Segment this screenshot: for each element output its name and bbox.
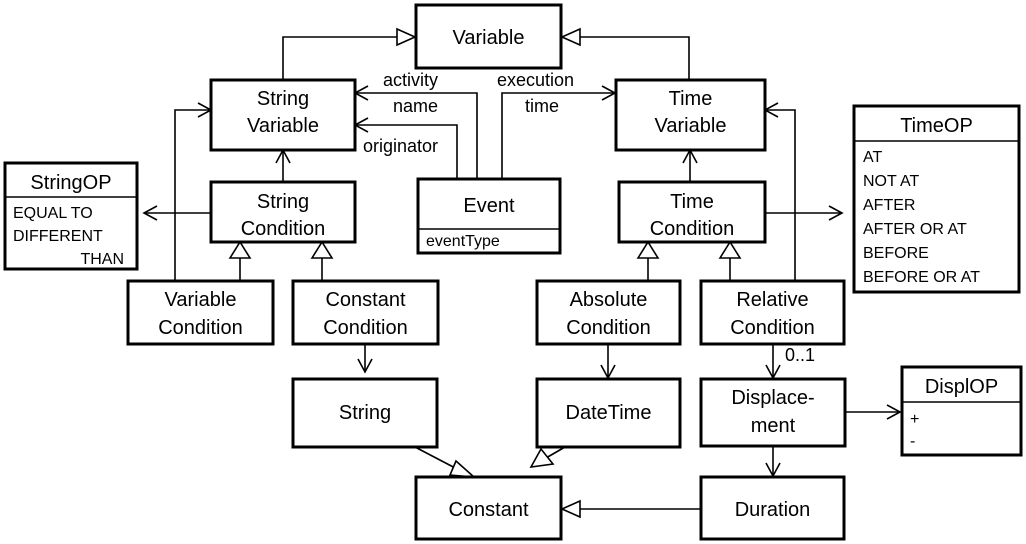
class-name: DateTime xyxy=(566,402,652,424)
edge-datetime-constant xyxy=(545,446,566,459)
class-duration[interactable]: Duration xyxy=(699,475,846,541)
edge-relativecondition-timevariable xyxy=(765,109,796,280)
label-name: name xyxy=(393,96,438,116)
class-name-line-2: Condition xyxy=(650,218,735,240)
generalization-arrowhead xyxy=(310,240,334,259)
navigation-arrowhead xyxy=(828,205,844,221)
enum-value: AFTER OR AT xyxy=(863,221,967,238)
class-name-line-1: Absolute xyxy=(570,289,648,311)
edge-variablecondition-stringvariable xyxy=(174,109,211,280)
class-name-line-1: Time xyxy=(670,191,714,213)
label-activity: activity xyxy=(383,70,438,90)
class-name: Variable xyxy=(453,27,525,49)
class-absolute-condition[interactable]: Absolute Condition xyxy=(535,279,682,346)
edge-string-constant xyxy=(414,446,460,471)
enum-name: TimeOP xyxy=(900,115,973,137)
generalization-arrowhead xyxy=(448,459,477,478)
class-name: Constant xyxy=(448,499,528,521)
class-name-line-2: ment xyxy=(751,415,796,437)
generalization-arrowhead xyxy=(636,240,660,259)
edge-event-originator xyxy=(355,124,458,178)
class-name-line-2: Condition xyxy=(730,317,815,339)
enum-name: StringOP xyxy=(30,172,111,194)
generalization-arrowhead xyxy=(228,240,252,259)
class-variable-condition[interactable]: Variable Condition xyxy=(126,279,275,346)
generalization-arrowhead xyxy=(529,447,555,469)
edge-event-execution-time xyxy=(501,92,615,178)
class-name-line-1: String xyxy=(257,88,309,110)
label-originator: originator xyxy=(363,136,438,156)
class-name: Duration xyxy=(735,499,811,521)
class-name: Event xyxy=(463,195,515,217)
class-name-line-2: Condition xyxy=(323,317,408,339)
class-name: String xyxy=(339,402,391,424)
class-string-variable[interactable]: String Variable xyxy=(209,78,357,152)
class-string-condition[interactable]: String Condition xyxy=(209,180,357,244)
class-variable[interactable]: Variable xyxy=(414,3,563,70)
class-time-variable[interactable]: Time Variable xyxy=(614,78,767,152)
generalization-arrowhead xyxy=(560,499,581,519)
enum-value: BEFORE xyxy=(863,245,929,262)
enum-value: AT xyxy=(863,149,882,166)
class-name-line-2: Variable xyxy=(655,115,727,137)
enum-value: NOT AT xyxy=(863,173,920,190)
enum-displop[interactable]: DisplOP + - xyxy=(900,365,1023,457)
generalization-arrowhead xyxy=(396,27,417,47)
enum-stringop[interactable]: StringOP EQUAL TO DIFFERENT THAN xyxy=(3,161,139,271)
class-name-line-1: String xyxy=(257,191,309,213)
edge-timevariable-variable xyxy=(580,36,690,80)
class-constant[interactable]: Constant xyxy=(414,475,563,541)
enum-value: BEFORE OR AT xyxy=(863,269,980,286)
class-relative-condition[interactable]: Relative Condition xyxy=(699,279,846,346)
enum-value: DIFFERENT xyxy=(13,228,103,245)
generalization-arrowhead xyxy=(718,240,742,259)
class-name-line-1: Displace- xyxy=(731,387,814,409)
navigation-arrowhead xyxy=(357,358,373,374)
class-name-line-2: Condition xyxy=(158,317,243,339)
class-event[interactable]: Event eventType xyxy=(416,177,562,255)
class-name-line-1: Variable xyxy=(165,289,237,311)
class-displacement[interactable]: Displace- ment xyxy=(699,377,847,448)
class-name-line-2: Condition xyxy=(566,317,651,339)
class-name-line-2: Condition xyxy=(241,218,326,240)
enum-name: DisplOP xyxy=(925,376,998,398)
label-multiplicity: 0..1 xyxy=(785,345,815,365)
class-name-line-1: Time xyxy=(669,88,713,110)
class-name-line-2: Variable xyxy=(247,115,319,137)
enum-timeop[interactable]: TimeOP AT NOT AT AFTER AFTER OR AT BEFOR… xyxy=(852,104,1021,294)
label-execution: execution xyxy=(497,70,574,90)
generalization-arrowhead xyxy=(560,27,581,47)
edge-stringvariable-variable xyxy=(282,36,397,80)
class-attribute: eventType xyxy=(426,233,500,250)
edge-event-activity-name xyxy=(355,92,478,178)
navigation-arrowhead xyxy=(886,404,902,420)
enum-value: - xyxy=(910,433,915,450)
class-name-line-1: Constant xyxy=(325,289,405,311)
enum-value: + xyxy=(910,411,919,428)
class-time-condition[interactable]: Time Condition xyxy=(617,180,767,244)
navigation-arrowhead xyxy=(142,205,158,221)
class-datetime[interactable]: DateTime xyxy=(535,377,682,449)
label-time: time xyxy=(525,96,559,116)
class-constant-condition[interactable]: Constant Condition xyxy=(291,279,440,346)
class-name-line-1: Relative xyxy=(736,289,808,311)
enum-value: THAN xyxy=(80,251,124,268)
enum-value: AFTER xyxy=(863,197,915,214)
class-string[interactable]: String xyxy=(291,377,439,449)
enum-value: EQUAL TO xyxy=(13,205,93,222)
